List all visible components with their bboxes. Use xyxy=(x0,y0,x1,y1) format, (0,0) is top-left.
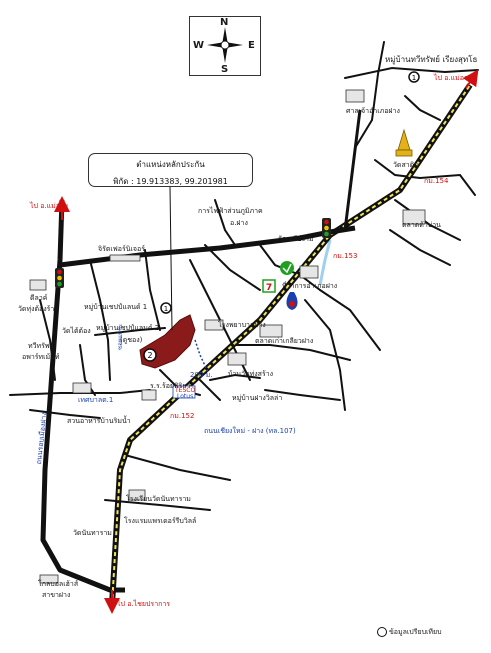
seven-eleven-icon: 7 xyxy=(262,279,276,293)
label-km153: กม.153 xyxy=(333,252,358,260)
label-village1: หมู่บ้านเชปป์แลนด์ 1 xyxy=(84,303,148,311)
label-power-office: การไฟฟ้าส่วนภูมิภาค xyxy=(198,207,263,215)
label-village2: หมู่บ้านเชปป์แลนด์ 2 xyxy=(96,324,160,332)
compass-south: S xyxy=(221,64,229,75)
label-thetsaban: เทศบาลต.1 xyxy=(78,396,114,404)
label-sathan: สวนอาหารบ้านริมน้ำ xyxy=(67,417,131,425)
label-distance: 200 ม. xyxy=(190,371,213,379)
compass-east: E xyxy=(248,40,255,51)
label-km154: กม.154 xyxy=(424,177,449,185)
label-district-office: ที่ว่าการอำเภอฝาง xyxy=(282,282,338,290)
label-wat-tai: วัดไต้ต้อง xyxy=(62,327,91,335)
bank-icon xyxy=(280,261,294,275)
marker-2-ring xyxy=(143,348,157,362)
compass-rose: N S W E xyxy=(189,16,261,76)
label-road-name: ถนนเชียงใหม่ - ฝาง (ทล.107) xyxy=(204,427,296,435)
label-hospital: โรงพยาบาลฝาง xyxy=(218,321,266,329)
traffic-light-left xyxy=(55,268,64,288)
label-wat-san-din: วัดสาดิน xyxy=(393,161,420,169)
building-icons xyxy=(29,89,426,584)
label-sala: ศาลเจ้าอำเภอฝาง xyxy=(346,107,400,115)
label-to-maeai-left: ไป อ.แม่อาย xyxy=(30,202,68,210)
label-wat-rong: วัดทุ่งต้องร้าง xyxy=(18,305,58,313)
river xyxy=(318,239,332,286)
label-power-office-2: อ.ฝาง xyxy=(230,219,248,227)
coordinate-title: ตำแหน่งหลักประกัน xyxy=(136,160,205,169)
label-wat-thung-sang: บ้านวัดทุ่งสร้าง xyxy=(228,370,274,378)
marker-1-top-label: 1 xyxy=(412,74,416,82)
label-talad-kasiet: ตลาดเก่าเกลียวฝาง xyxy=(255,337,314,345)
compass-north: N xyxy=(220,17,229,28)
arrow-maeai-right xyxy=(462,69,479,89)
coordinate-callout: ตำแหน่งหลักประกัน พิกัด : 19.913383, 99.… xyxy=(88,153,253,187)
compass-icon xyxy=(207,27,243,63)
label-sao-kham: ดีลาค์ xyxy=(30,294,48,302)
legend: ข้อมูลเปรียบเทียบ xyxy=(377,627,442,638)
legend-ring-icon xyxy=(377,627,387,637)
label-km152: กม.152 xyxy=(170,412,195,420)
compass-west: W xyxy=(193,40,205,51)
traffic-light-right xyxy=(322,218,331,238)
coord-pointer xyxy=(169,186,173,331)
highway-107-centerline xyxy=(111,84,471,606)
label-hotel: โรงแรมแพรเดอร์รีบวิลล์ xyxy=(124,517,197,525)
label-to-maeai-right: ไป อ.แม่อาย xyxy=(434,74,472,82)
distance-line xyxy=(194,339,209,373)
tesco-icon xyxy=(172,385,196,399)
svg-text:7: 7 xyxy=(266,283,272,293)
label-hospital2-2: สาขาฝาง xyxy=(42,591,71,599)
label-hospital2: โกลบอลเฮ้าส์ xyxy=(38,580,79,588)
marker-1-ring xyxy=(160,302,172,314)
marker-1-label: 1 xyxy=(164,305,168,313)
label-wat-chedi: วัดเจดีย์งาม xyxy=(278,235,314,243)
marker-2-label: 2 xyxy=(147,351,152,360)
label-school2: โรงเรียนวัดนันทาราม xyxy=(126,495,191,503)
label-jiradet: จิรัตเฟอร์นิเจอร์ xyxy=(98,245,145,253)
label-school: ร.ร.ร้อยพิริยา xyxy=(150,382,191,390)
label-wat-nanta: วัดนันทาราม xyxy=(73,529,112,537)
marker-1-top xyxy=(408,71,420,83)
label-village-mai: หมู่บ้านฝางวิลล่า xyxy=(232,394,283,402)
coordinate-value: พิกัด : 19.913383, 99.201981 xyxy=(113,177,228,186)
legend-text: ข้อมูลเปรียบเทียบ xyxy=(389,628,442,636)
local-roads xyxy=(9,41,479,511)
road-north xyxy=(343,109,362,231)
gas-station-icon xyxy=(286,292,298,310)
label-side-road: ซอยแม่ชะ xyxy=(117,323,124,350)
label-talad-ban: ตลาดต้าบ่าน xyxy=(402,221,441,229)
label-to-chaiprakan: ไป อ.ไชยปราการ xyxy=(117,600,171,608)
label-thawi: ทวีทรัพย์ xyxy=(28,342,54,350)
label-village-top: หมู่บ้านทวีทรัพย์ เรียงสุทโธ xyxy=(385,55,478,64)
label-thawi-2: อพาร์ทเม้นท์ xyxy=(22,353,60,361)
label-lotus: Lotus xyxy=(177,393,194,400)
label-tesco: TESCO xyxy=(175,387,196,394)
label-village2-sub: (ดูชอง) xyxy=(120,336,143,344)
temple-icon xyxy=(395,128,413,157)
